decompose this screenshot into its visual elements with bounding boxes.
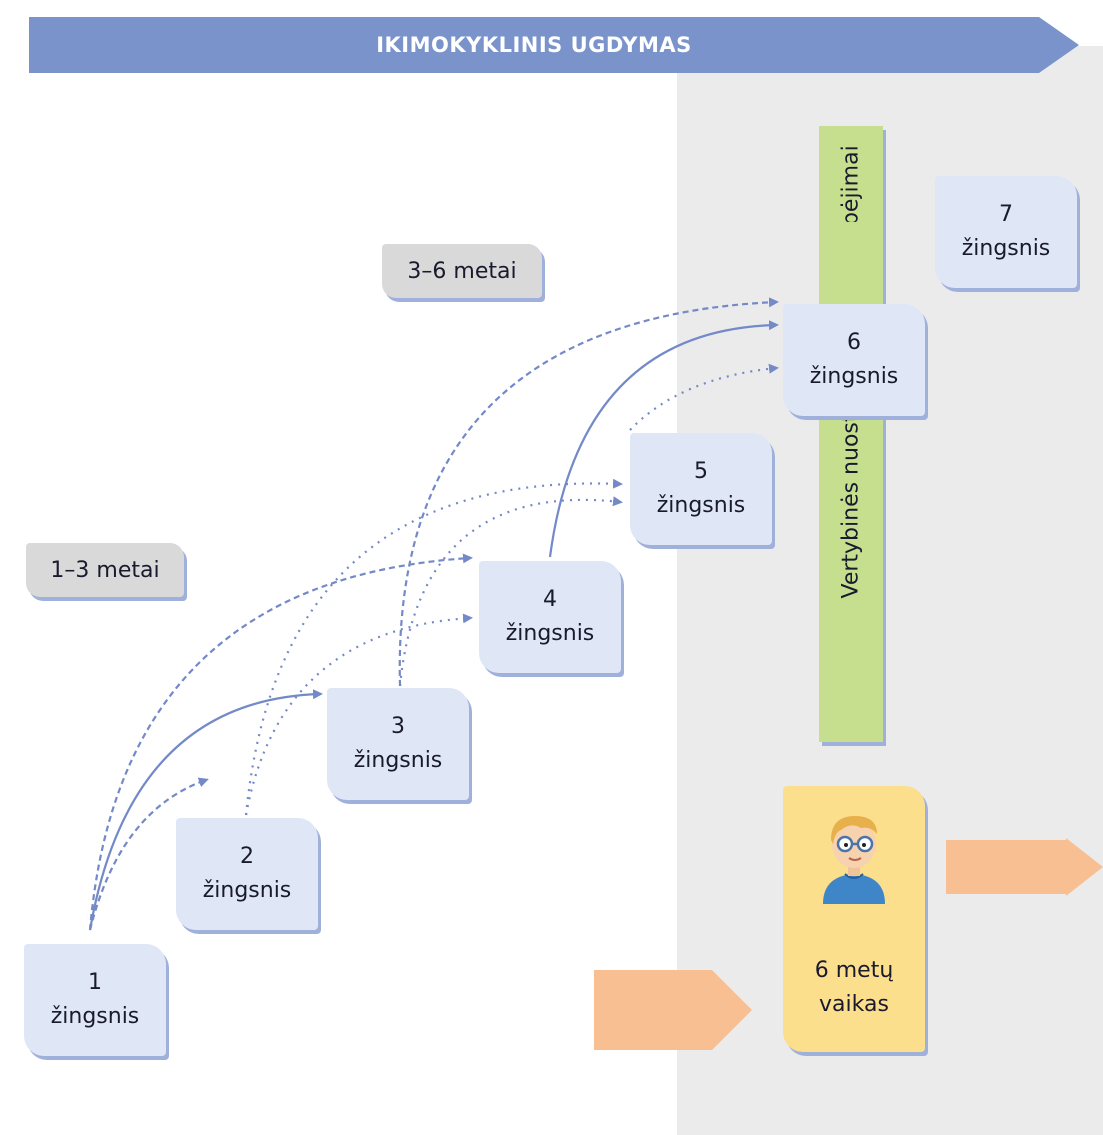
arrow-1-to-3 <box>88 689 323 931</box>
step-7-number: 7 <box>999 202 1013 227</box>
step-6-label: žingsnis <box>809 364 899 389</box>
child-avatar-icon <box>823 816 885 904</box>
step-5-box: 5 žingsnis <box>630 433 772 545</box>
step-2-box: 2 žingsnis <box>176 818 318 930</box>
step-4-number: 4 <box>543 587 557 612</box>
step-5-number: 5 <box>694 459 708 484</box>
orange-arrow-out <box>946 838 1103 896</box>
arrow-3-to-6 <box>398 297 779 687</box>
step-1-label: žingsnis <box>50 1004 140 1029</box>
age-label-1-3: 1–3 metai <box>26 543 184 597</box>
arrow-4-to-6 <box>548 320 779 558</box>
step-4-box: 4 žingsnis <box>479 561 621 673</box>
step-7-box: 7 žingsnis <box>935 176 1077 288</box>
step-1-box: 1 žingsnis <box>24 944 166 1056</box>
step-3-number: 3 <box>391 714 405 739</box>
step-3-box: 3 žingsnis <box>327 688 469 800</box>
banner-title: IKIMOKYKLINIS UGDYMAS <box>376 33 692 57</box>
step-2-number: 2 <box>240 844 254 869</box>
child-label-line1: 6 metų <box>814 958 894 983</box>
step-1-number: 1 <box>88 970 102 995</box>
arrow-1-to-4 <box>88 553 473 931</box>
orange-arrow-in <box>594 970 752 1050</box>
step-5-label: žingsnis <box>656 493 746 518</box>
step-6-box: 6 žingsnis <box>783 304 925 416</box>
step-2-label: žingsnis <box>202 878 292 903</box>
child-card: 6 metų vaikas <box>783 786 925 1052</box>
arrow-5-to-6 <box>629 363 779 431</box>
child-label-line2: vaikas <box>819 992 889 1017</box>
step-3-label: žingsnis <box>353 748 443 773</box>
values-bar-bottom: Vertybinės nuostatos <box>819 222 883 742</box>
step-4-label: žingsnis <box>505 621 595 646</box>
age-label-3-6: 3–6 metai <box>382 244 542 298</box>
header-banner: IKIMOKYKLINIS UGDYMAS <box>29 17 1079 73</box>
step-6-number: 6 <box>847 330 861 355</box>
child-label: 6 metų vaikas <box>783 954 925 1022</box>
step-7-label: žingsnis <box>961 236 1051 261</box>
